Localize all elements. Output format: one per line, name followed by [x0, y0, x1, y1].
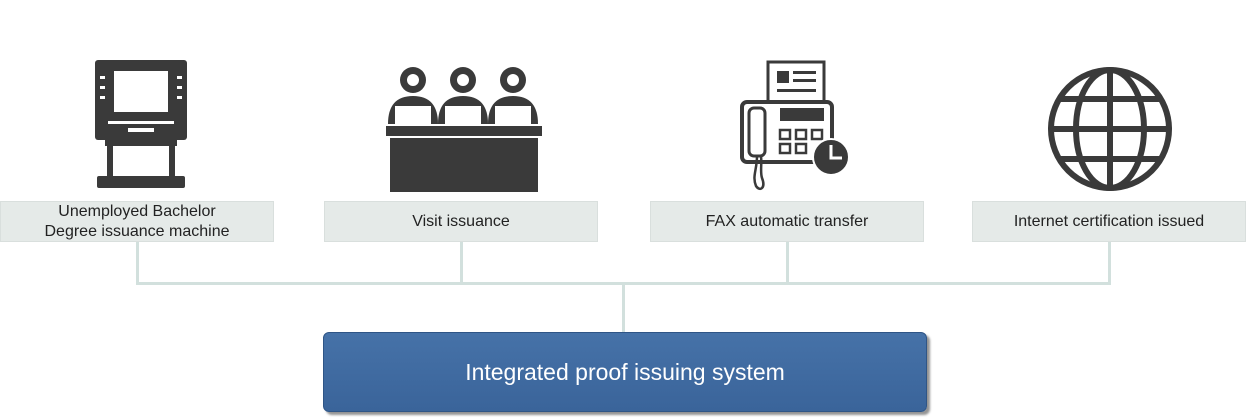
connector-drop-kiosk	[136, 242, 139, 285]
kiosk-icon	[95, 60, 187, 188]
connector-drop-visit	[460, 242, 463, 285]
channel-label-kiosk: Unemployed Bachelor Degree issuance mach…	[0, 201, 274, 242]
connector-trunk	[622, 285, 625, 332]
connector-drop-internet	[1108, 242, 1111, 285]
clerks-icon	[386, 67, 542, 192]
connector-bus	[136, 282, 1111, 285]
channel-label-visit: Visit issuance	[324, 201, 598, 242]
channel-label-fax: FAX automatic transfer	[650, 201, 924, 242]
integrated-system-box: Integrated proof issuing system	[323, 332, 927, 412]
integrated-system-label: Integrated proof issuing system	[465, 358, 785, 385]
globe-icon	[1048, 67, 1172, 191]
channel-label-internet: Internet certification issued	[972, 201, 1246, 242]
fax-machine-icon	[740, 60, 850, 190]
connector-drop-fax	[786, 242, 789, 285]
